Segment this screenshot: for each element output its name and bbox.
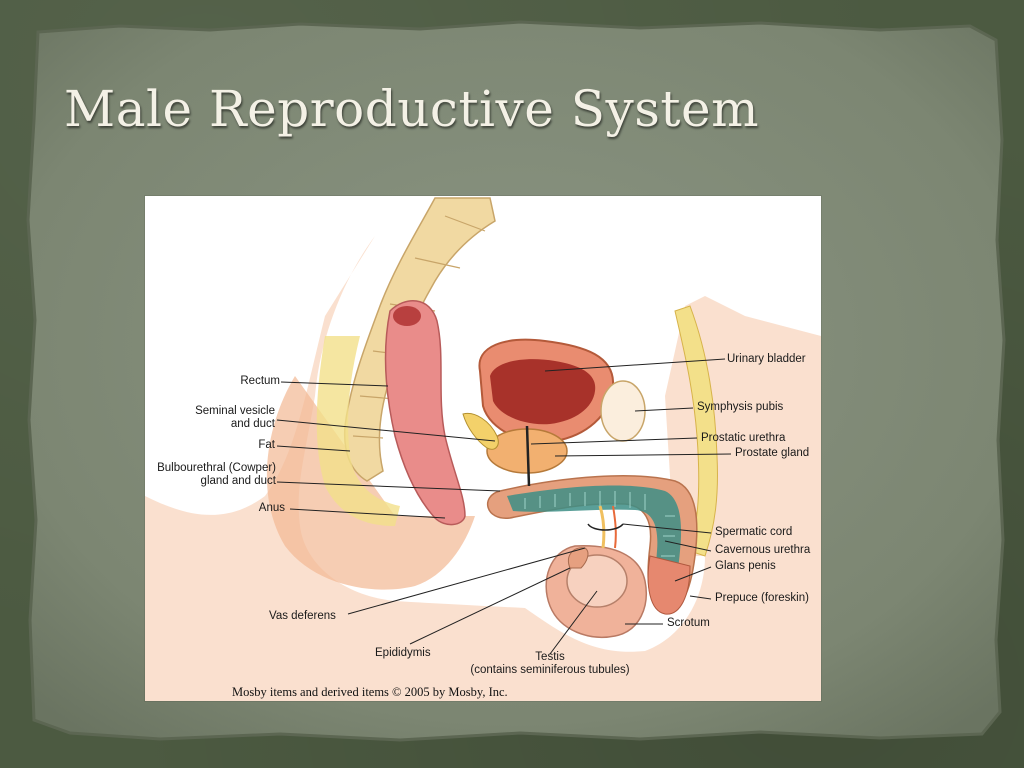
label-rectum: Rectum: [240, 375, 280, 387]
label-cavernous-urethra: Cavernous urethra: [715, 544, 811, 556]
label-prostate-gland: Prostate gland: [735, 447, 810, 459]
label-seminal-vesicle: Seminal vesicle and duct: [195, 405, 275, 430]
slide-title: Male Reproductive System: [64, 80, 760, 138]
anatomy-illustration: [145, 197, 821, 701]
label-epididymis: Epididymis: [375, 647, 431, 659]
rectum-lumen: [393, 306, 421, 326]
urethra-texture: [524, 491, 675, 577]
label-testis: Testis (contains seminiferous tubules): [470, 651, 630, 676]
label-prostatic-urethra: Prostatic urethra: [701, 432, 786, 444]
spermatic-cord-bracket: [587, 523, 624, 531]
sacrum-bone: [343, 197, 496, 482]
prostatic-urethra: [525, 425, 531, 487]
label-symphysis-pubis: Symphysis pubis: [697, 401, 784, 413]
bladder-interior: [490, 359, 596, 425]
body-silhouette: [145, 236, 821, 701]
testis: [566, 554, 628, 608]
fat-layer: [316, 336, 400, 526]
label-fat: Fat: [258, 439, 275, 451]
label-bulbourethral: Bulbourethral (Cowper) gland and duct: [157, 462, 276, 487]
glans-penis: [647, 555, 691, 615]
spermatic-cord-vessels: [598, 505, 606, 549]
label-vas-deferens: Vas deferens: [269, 610, 336, 622]
leader-lines: [276, 358, 732, 655]
rectum: [384, 300, 466, 526]
label-prepuce: Prepuce (foreskin): [715, 592, 809, 604]
label-anus: Anus: [258, 502, 285, 514]
label-glans-penis: Glans penis: [715, 560, 776, 572]
abdominal-wall: [674, 305, 718, 557]
anatomy-figure: Rectum Seminal vesicle and duct Fat Bulb…: [145, 196, 821, 701]
copyright-credit: Mosby items and derived items © 2005 by …: [232, 685, 508, 699]
label-scrotum: Scrotum: [667, 617, 710, 629]
label-spermatic-cord: Spermatic cord: [715, 526, 793, 538]
epididymis: [568, 547, 589, 569]
label-urinary-bladder: Urinary bladder: [727, 353, 806, 365]
